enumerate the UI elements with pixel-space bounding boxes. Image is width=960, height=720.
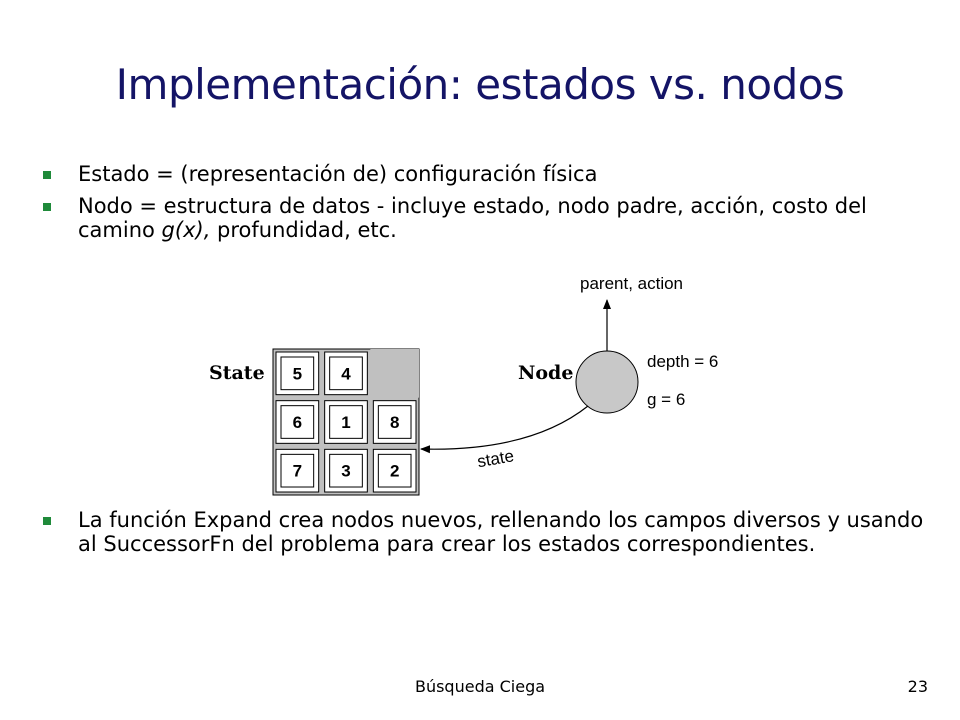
tile-inner-border bbox=[280, 356, 315, 391]
tile-number: 7 bbox=[293, 462, 302, 481]
g-label: g = 6 bbox=[647, 390, 685, 409]
bullet-text: Estado = (representación de) configuraci… bbox=[78, 162, 598, 186]
state-arrow bbox=[420, 405, 589, 454]
bullet-item-expand: La función Expand crea nodos nuevos, rel… bbox=[40, 508, 930, 556]
footer-title: Búsqueda Ciega bbox=[414, 677, 546, 696]
parent-action-label: parent, action bbox=[580, 274, 683, 293]
tile-8 bbox=[372, 400, 417, 444]
tile-3 bbox=[324, 448, 368, 493]
tile-inner-border bbox=[329, 405, 363, 439]
tile-2 bbox=[372, 448, 417, 493]
tile-inner-border bbox=[280, 405, 315, 439]
bullet-text: Nodo = estructura de datos - incluye est… bbox=[78, 194, 867, 242]
bullet-text-italic: g(x), bbox=[161, 218, 211, 242]
tile-inner-border bbox=[329, 356, 363, 391]
tile-number: 4 bbox=[341, 364, 351, 383]
tile-7 bbox=[275, 448, 320, 493]
tile-inner-border bbox=[329, 453, 363, 488]
bullet-list-top: Estado = (representación de) configuraci… bbox=[40, 162, 930, 250]
tile-inner-border bbox=[377, 405, 412, 439]
tile-number: 2 bbox=[390, 462, 399, 481]
state-label: State bbox=[209, 362, 265, 384]
puzzle-tiles: 5 4 6 1 8 7 3 2 bbox=[275, 349, 420, 493]
tile-inner-border bbox=[280, 453, 315, 488]
tile-number: 5 bbox=[293, 364, 302, 383]
tile-number: 3 bbox=[341, 462, 350, 481]
square-bullet-icon bbox=[43, 171, 51, 179]
blank-tile bbox=[370, 349, 420, 398]
tile-6 bbox=[275, 400, 320, 444]
tile-4 bbox=[324, 351, 368, 396]
node-circle bbox=[575, 350, 639, 414]
bullet-text: La función Expand crea nodos nuevos, rel… bbox=[78, 508, 924, 556]
tile-inner-border bbox=[377, 453, 412, 488]
tile-number: 1 bbox=[341, 413, 350, 432]
tile-number: 8 bbox=[390, 413, 399, 432]
bullet-item-nodo: Nodo = estructura de datos - incluye est… bbox=[40, 194, 930, 242]
slide-title: Implementación: estados vs. nodos bbox=[115, 60, 845, 109]
square-bullet-icon bbox=[43, 517, 51, 525]
bullet-list-bottom: La función Expand crea nodos nuevos, rel… bbox=[40, 508, 930, 564]
tile-number: 6 bbox=[293, 413, 302, 432]
tile-1 bbox=[324, 400, 368, 444]
bullet-text-end: profundidad, etc. bbox=[210, 218, 397, 242]
bullet-item-estado: Estado = (representación de) configuraci… bbox=[40, 162, 930, 186]
state-node-diagram: State 5 4 6 1 8 7 3 2 Node parent, action depth… bbox=[209, 274, 718, 496]
square-bullet-icon bbox=[43, 203, 51, 211]
tile-5 bbox=[275, 351, 320, 396]
state-arrow-label: state bbox=[476, 446, 516, 471]
page-number: 23 bbox=[907, 677, 928, 696]
depth-label: depth = 6 bbox=[647, 352, 718, 371]
node-label: Node bbox=[518, 362, 573, 384]
